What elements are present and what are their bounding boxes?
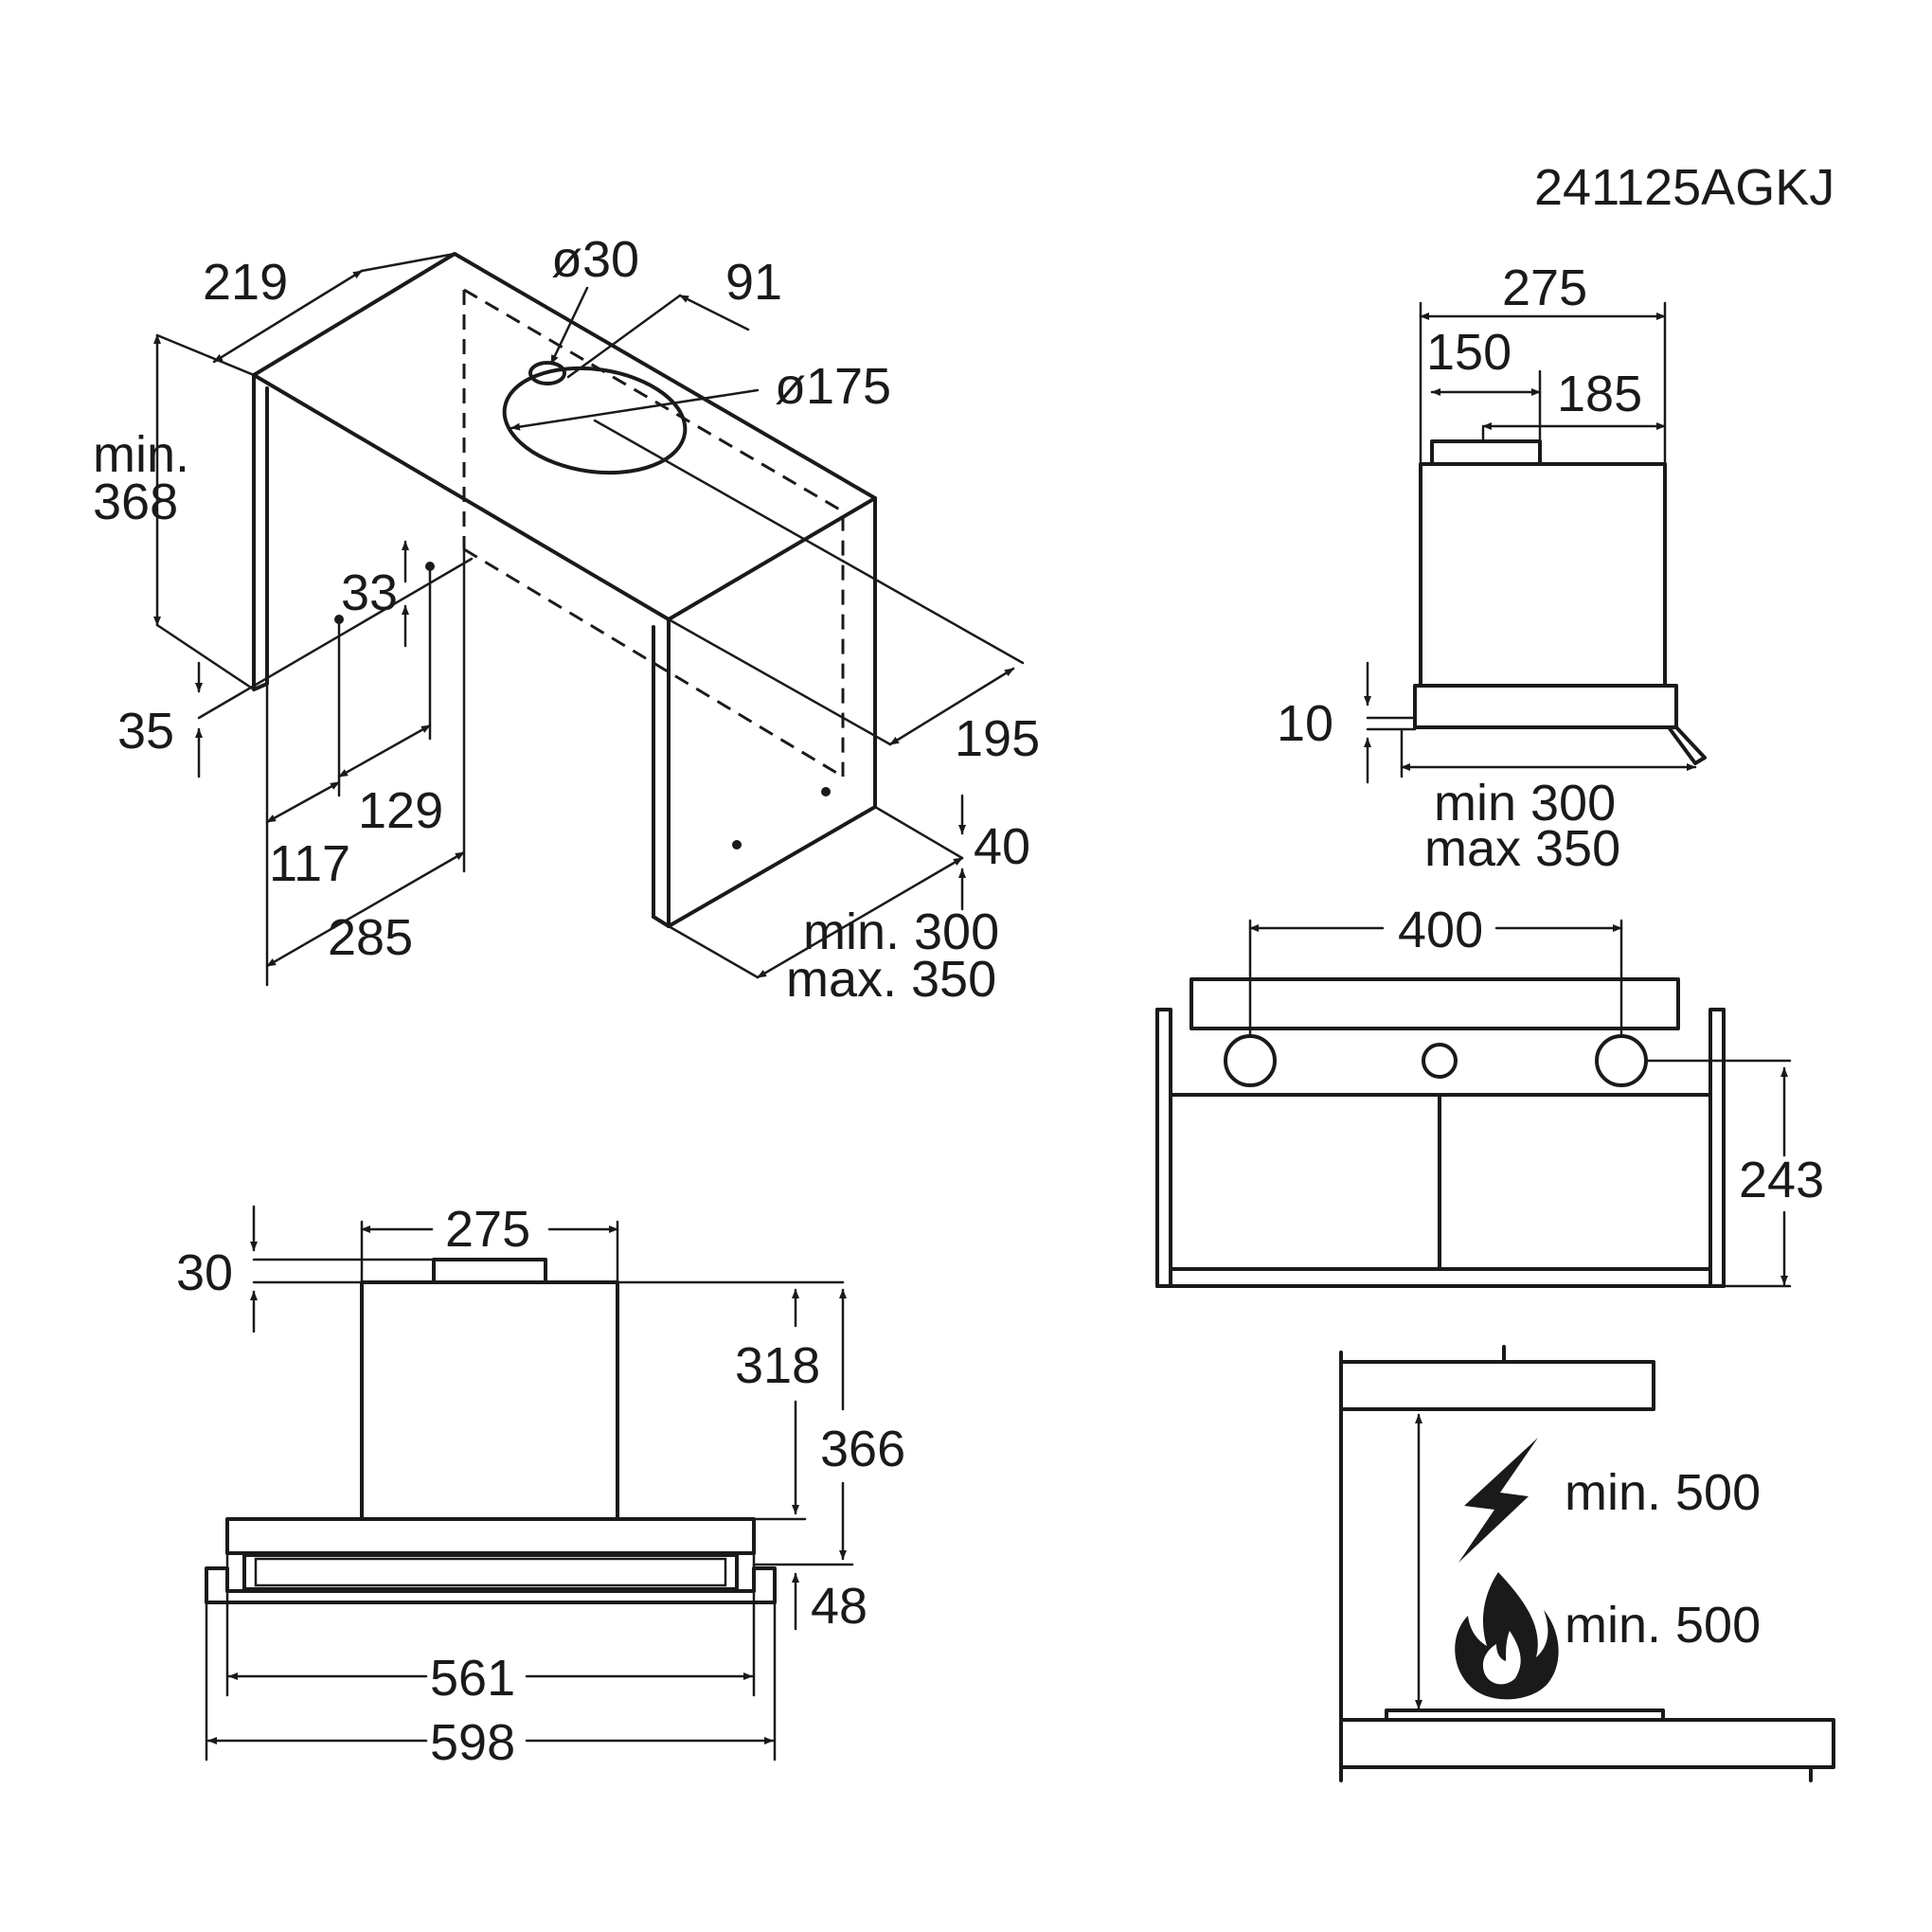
- front-light-strip: [242, 1553, 739, 1591]
- iso-label-33: 33: [341, 564, 398, 621]
- bottom-front-bar: [1190, 977, 1680, 1030]
- side-canopy: [1413, 684, 1678, 729]
- iso-label-35: 35: [117, 703, 174, 760]
- model-code: 241125AGKJ: [1534, 159, 1834, 216]
- side-top-collar: [1430, 439, 1542, 466]
- front-label-561: 561: [430, 1650, 515, 1707]
- isometric-view: 219 ø30 91 ø175 min. 368 33 35 129 117 2…: [93, 231, 1040, 1008]
- clearance-hood: [1339, 1360, 1655, 1411]
- clearance-hob-top: [1385, 1708, 1665, 1722]
- side-label-10: 10: [1277, 695, 1333, 752]
- side-label-min300: min 300: [1434, 775, 1616, 832]
- front-canopy: [225, 1517, 756, 1555]
- front-label-598: 598: [430, 1714, 515, 1771]
- front-label-48: 48: [811, 1578, 868, 1635]
- front-chimney: [360, 1280, 619, 1521]
- iso-duct-hole-large: [502, 366, 688, 475]
- side-label-max350: max 350: [1424, 820, 1620, 877]
- iso-label-max350: max. 350: [786, 951, 996, 1008]
- iso-left-panel: [252, 373, 269, 691]
- flame-icon: [1455, 1572, 1559, 1700]
- iso-hole-small: [528, 361, 566, 385]
- iso-label-129: 129: [358, 782, 443, 839]
- bottom-label-400: 400: [1398, 902, 1483, 958]
- iso-label-91: 91: [725, 254, 782, 311]
- lightning-bolt-icon: [1458, 1438, 1538, 1563]
- clearance-hob: [1339, 1718, 1835, 1769]
- iso-label-195: 195: [955, 710, 1040, 767]
- iso-label-117: 117: [269, 835, 350, 892]
- front-view: 275 30 318 366 48 561 598: [176, 1201, 905, 1771]
- iso-label-368: 368: [93, 474, 178, 530]
- front-label-318: 318: [735, 1337, 820, 1394]
- iso-hidden-edges: [462, 288, 845, 778]
- iso-label-285: 285: [328, 909, 413, 966]
- iso-label-min: min.: [93, 426, 189, 483]
- iso-label-40: 40: [974, 818, 1030, 875]
- bottom-hole-middle: [1422, 1043, 1458, 1079]
- bottom-label-243: 243: [1739, 1152, 1824, 1208]
- bottom-hole-left: [1224, 1034, 1277, 1087]
- iso-label-219: 219: [203, 254, 288, 311]
- side-view: 275 150 185 10 min 300 max 350: [1277, 259, 1707, 877]
- clearance-view: min. 500 min. 500: [1339, 1345, 1835, 1782]
- side-label-185: 185: [1557, 366, 1642, 422]
- front-label-275: 275: [445, 1201, 530, 1258]
- side-chimney: [1419, 462, 1667, 688]
- bottom-view: 400 243: [1155, 902, 1824, 1288]
- side-label-275: 275: [1502, 259, 1587, 316]
- clearance-electric: min. 500: [1565, 1464, 1761, 1521]
- bottom-hole-right: [1595, 1034, 1648, 1087]
- iso-label-d175: ø175: [775, 358, 891, 415]
- side-label-150: 150: [1426, 324, 1512, 381]
- front-top-collar: [432, 1258, 547, 1284]
- clearance-gas: min. 500: [1565, 1597, 1761, 1654]
- front-label-366: 366: [820, 1421, 905, 1477]
- front-label-30: 30: [176, 1244, 233, 1301]
- iso-label-d30: ø30: [551, 231, 639, 288]
- iso-label-min300: min. 300: [803, 903, 999, 960]
